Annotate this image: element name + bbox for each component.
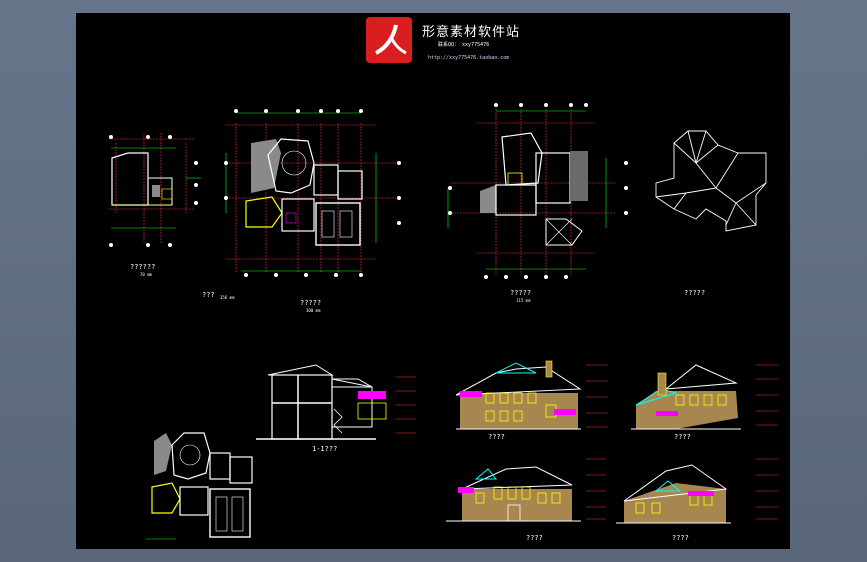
caption-side-elevation-right: ???? (674, 433, 691, 441)
caption-front-elevation: ???? (488, 433, 505, 441)
caption-small-plan-scale: 70 mm (140, 272, 153, 277)
caption-section: 1-1??? (312, 445, 338, 453)
roof-plan (655, 130, 767, 232)
drawing-sheet: 形意素材软件站 联系QQ： xxy775476 http://xxy775476… (76, 13, 790, 549)
caption-ground-plan-scale: 300 mm (306, 308, 321, 313)
rear-elevation (446, 458, 606, 522)
cad-drawing (108, 103, 778, 540)
ground-floor-plan (224, 109, 401, 277)
logo-contact: 联系QQ： xxy775476 (438, 42, 490, 48)
logo-url: http://xxy775476.taobao.com (428, 55, 510, 61)
caption-main-label-scale: 356 mm (220, 295, 235, 300)
logo-swoosh-icon (375, 24, 407, 55)
caption-side-elevation-left: ???? (672, 534, 689, 542)
caption-second-plan: ????? (510, 289, 532, 297)
front-elevation (455, 360, 608, 430)
logo-mark (366, 17, 412, 63)
detail-floor-plan (146, 432, 253, 540)
logo-title: 形意素材软件站 (422, 25, 521, 40)
section-drawing (256, 364, 416, 440)
side-elevation-left (616, 458, 778, 524)
side-elevation-right (631, 364, 778, 430)
caption-roof-plan: ????? (684, 289, 706, 297)
caption-rear-elevation: ???? (526, 534, 543, 542)
caption-main-label: ??? (202, 291, 215, 299)
caption-ground-plan: ????? (300, 299, 322, 307)
caption-second-plan-scale: 115 mm (516, 298, 531, 303)
caption-small-plan: ?????? (130, 263, 156, 271)
second-floor-plan (447, 103, 628, 279)
small-floor-plan (108, 133, 201, 247)
